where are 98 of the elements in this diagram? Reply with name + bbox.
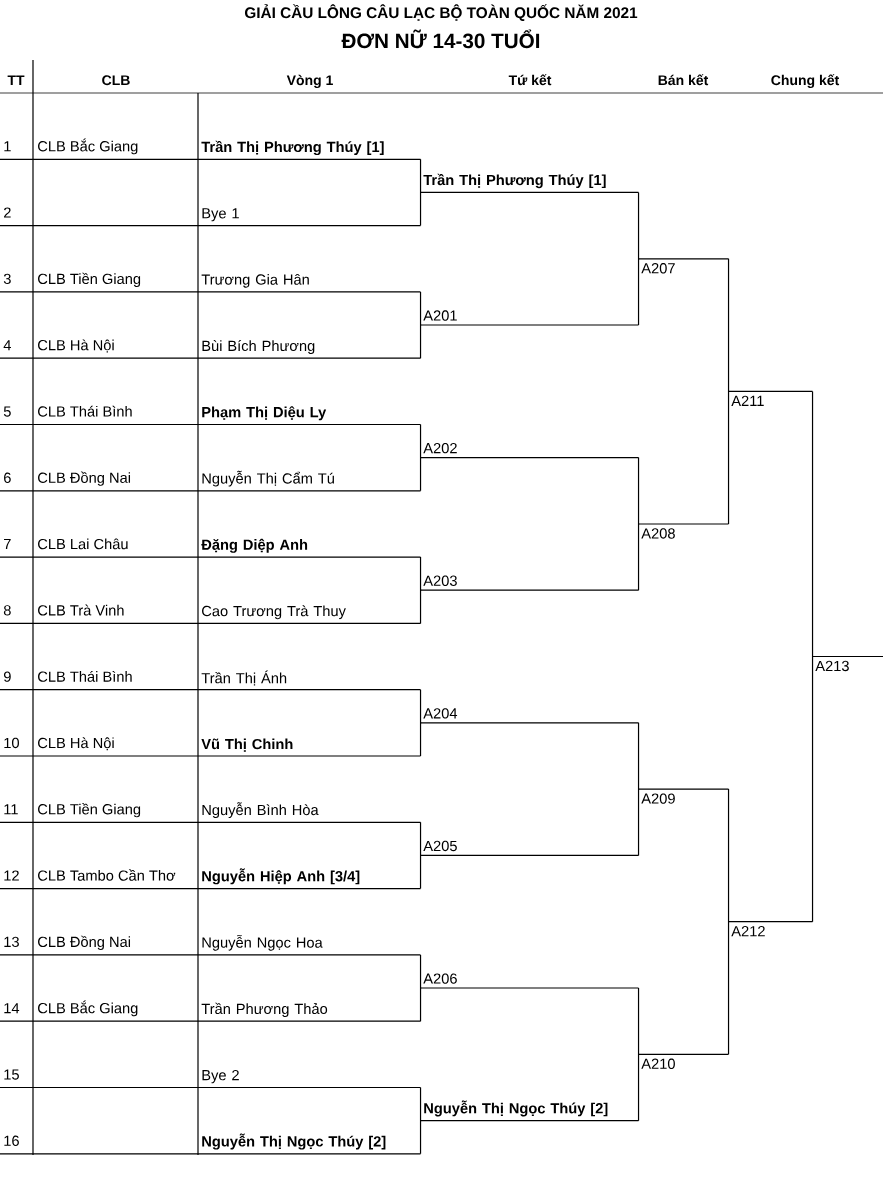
bracket-line	[419, 457, 422, 492]
club-name: CLB Trà Vinh	[38, 604, 124, 616]
bracket-slot: A201	[419, 310, 640, 326]
bracket-line	[811, 655, 814, 923]
player-name: Bùi Bích Phương	[197, 340, 422, 359]
club-name: CLB Thái Bình	[38, 405, 132, 417]
title: GIẢI CẦU LÔNG CÂU LẠC BỘ TOÀN QUỐC NĂM 2021	[245, 4, 638, 21]
bracket-line	[419, 987, 422, 1022]
bracket-slot: Nguyễn Thị Ngọc Thúy [2]	[419, 1100, 640, 1122]
bracket-slot: A207	[637, 258, 730, 274]
club-name: CLB Tiền Giang	[38, 803, 141, 818]
column-header: CLB	[102, 75, 130, 86]
player-name: Bye 1	[197, 208, 422, 227]
row-number: 12	[4, 870, 19, 881]
bracket-line	[727, 390, 730, 525]
bracket-slot: A204	[419, 708, 640, 724]
bracket-slot: A213	[811, 655, 883, 672]
row-number: 11	[4, 804, 18, 815]
bracket-slot: A208	[637, 523, 730, 539]
row-number: 15	[4, 1069, 19, 1080]
column-header: Chung kết	[771, 74, 840, 88]
bracket-line	[419, 1086, 422, 1122]
club-name: CLB Tambo Cần Thơ	[38, 869, 176, 881]
bracket-line	[727, 788, 730, 923]
row-number: 5	[3, 406, 11, 417]
club-name: CLB Đồng Nai	[38, 471, 130, 486]
bracket-line	[419, 423, 422, 459]
row-number: 14	[4, 1003, 20, 1014]
player-name: Nguyễn Bình Hòa	[197, 802, 422, 823]
club-name: CLB Đồng Nai	[38, 935, 130, 950]
row-number: 16	[4, 1135, 19, 1146]
bracket-line	[419, 854, 422, 890]
bracket-line	[637, 1053, 640, 1122]
column-header: Vòng 1	[286, 74, 333, 88]
bracket-line	[419, 556, 422, 591]
row-number: 4	[3, 340, 11, 351]
subtitle: ĐƠN NỮ 14-30 TUỔI	[341, 29, 540, 49]
player-name: Cao Trương Trà Thuy	[197, 605, 422, 624]
row-number: 6	[4, 472, 11, 483]
bracket-slot: A205	[419, 840, 640, 856]
column-header: Tứ kết	[508, 74, 552, 86]
row-number: 2	[4, 207, 11, 218]
bracket-line	[811, 390, 814, 658]
row-number: 10	[4, 737, 19, 749]
player-name: Nguyễn Hiệp Anh [3/4]	[197, 868, 422, 890]
player-name: Bye 2	[197, 1070, 422, 1089]
bracket-line	[637, 523, 640, 591]
player-name: Trần Phương Thảo	[197, 1002, 422, 1022]
club-name: CLB Lai Châu	[38, 538, 128, 550]
row-number: 1	[4, 141, 11, 152]
club-name: CLB Hà Nội	[38, 737, 114, 751]
row-number: 9	[3, 671, 11, 682]
bracket-slot: A211	[727, 390, 814, 406]
bracket-line	[419, 158, 422, 193]
player-name: Vũ Thị Chinh	[197, 738, 422, 757]
bracket-line	[419, 589, 422, 624]
bracket-slot: A203	[419, 575, 640, 591]
player-name: Trần Thị Ánh	[197, 670, 422, 691]
player-name: Nguyễn Ngọc Hoa	[197, 934, 422, 956]
bracket-line	[419, 324, 422, 359]
player-name: Phạm Thị Diệu Ly	[197, 406, 422, 426]
bracket-slot: A206	[419, 973, 640, 989]
bracket-slot: Trần Thị Phương Thúy [1]	[419, 173, 640, 193]
bracket-line	[419, 689, 422, 724]
row-number: 13	[4, 936, 19, 948]
bracket-line	[637, 788, 640, 856]
club-name: CLB Bắc Giang	[38, 138, 138, 155]
player-name: Trần Thị Phương Thúy [1]	[197, 140, 422, 160]
club-name: CLB Tiền Giang	[38, 272, 141, 287]
bracket-slot: A212	[727, 921, 814, 937]
bracket-line	[637, 722, 640, 790]
bracket-line	[419, 722, 422, 757]
bracket-line	[637, 191, 640, 260]
player-name: Đặng Diệp Anh	[197, 538, 422, 558]
bracket-slot: A209	[637, 788, 730, 804]
club-name: CLB Hà Nội	[38, 339, 114, 353]
bracket-line	[637, 987, 640, 1055]
player-name: Nguyễn Thị Ngọc Thúy [2]	[197, 1133, 422, 1155]
bracket-line	[637, 457, 640, 525]
column-header: TT	[7, 75, 25, 85]
row-number: 3	[3, 273, 11, 285]
player-name: Trương Gia Hân	[197, 273, 422, 293]
bracket-slot: A210	[637, 1053, 730, 1069]
player-name: Nguyễn Thị Cẩm Tú	[197, 470, 422, 492]
bracket-line	[419, 191, 422, 227]
club-name: CLB Bắc Giang	[38, 1000, 138, 1017]
bracket-line	[419, 291, 422, 326]
bracket-line	[727, 921, 730, 1055]
club-name: CLB Thái Bình	[38, 670, 132, 682]
bracket-line	[419, 821, 422, 856]
row-number: 7	[4, 539, 11, 550]
bracket-line	[637, 258, 640, 326]
bracket-line	[727, 258, 730, 392]
column-header: Bán kết	[658, 74, 709, 86]
row-number: 8	[3, 605, 11, 616]
bracket-slot: A202	[419, 442, 640, 459]
bracket-line	[419, 954, 422, 989]
bracket-line	[419, 1120, 422, 1155]
